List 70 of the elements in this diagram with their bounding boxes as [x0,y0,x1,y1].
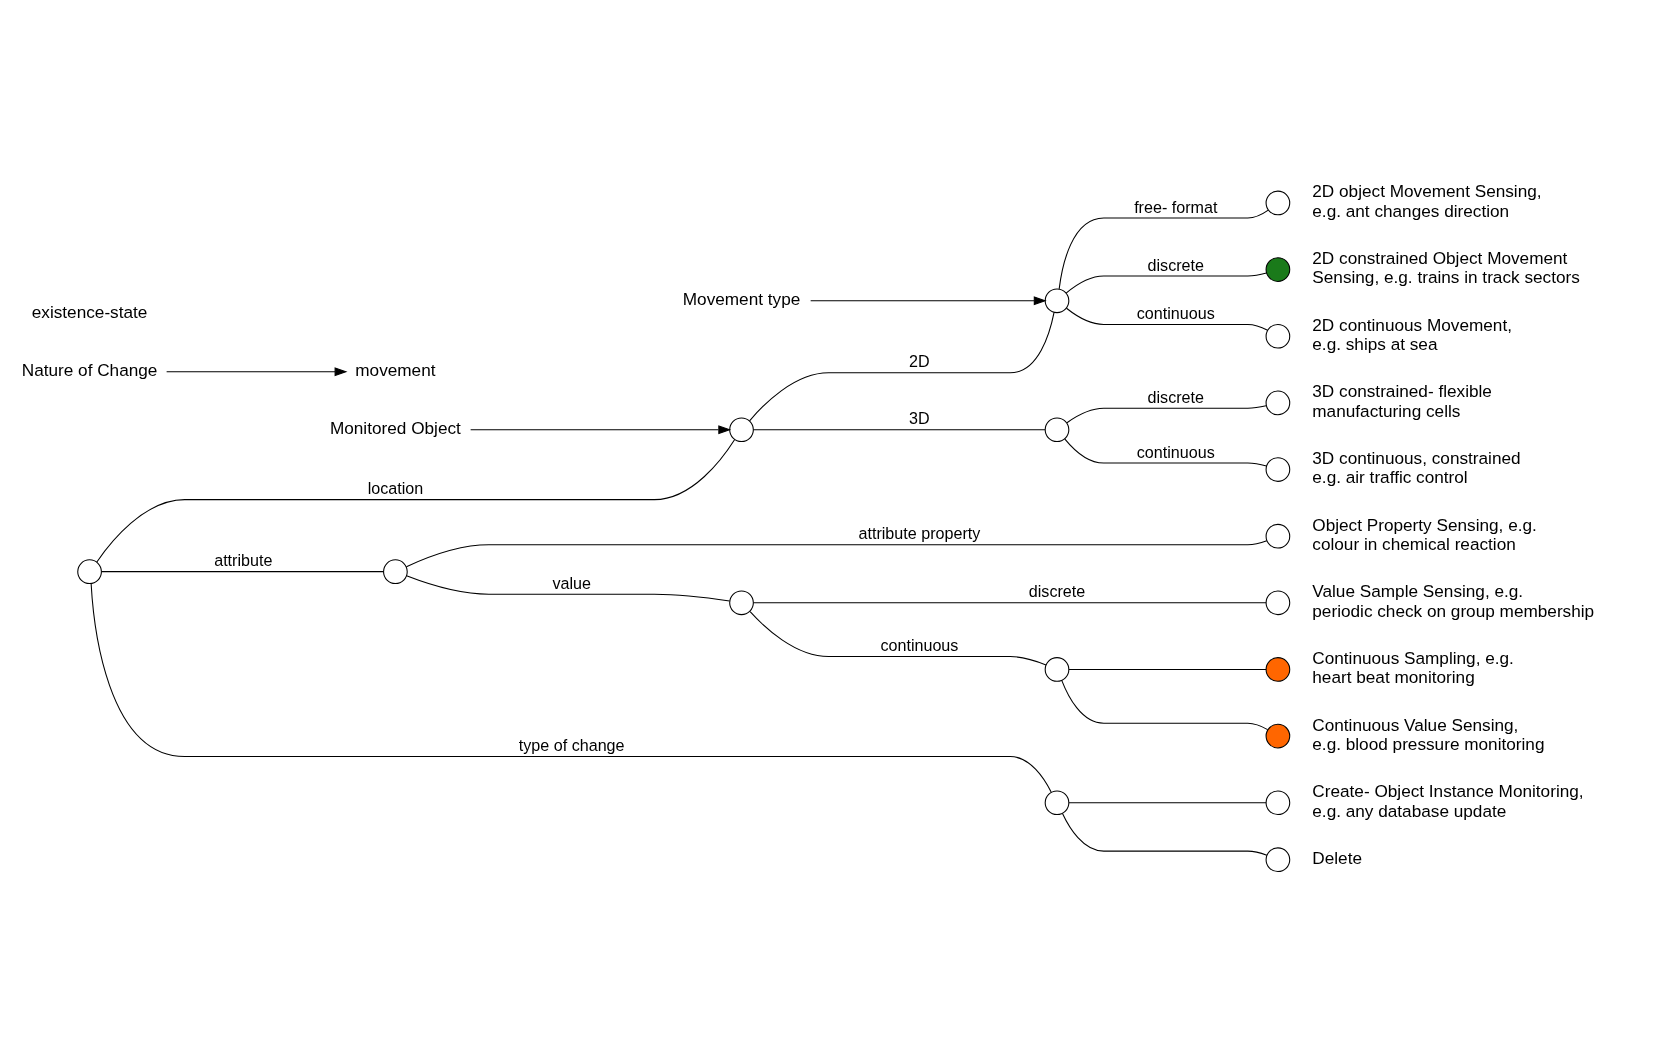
node-circle [1044,416,1070,442]
node-label: 3D constrained- flexible manufacturing cells [1312,380,1492,421]
node-label: 2D object Movement Sensing, e.g. ant changes direction [1312,180,1542,221]
node-circle [1044,287,1070,313]
connector [1065,272,1267,294]
connector [1064,437,1267,467]
node-label: 3D continuous, constrained e.g. air traffic control [1312,447,1521,487]
connector [101,570,385,572]
edge-label: 3D [909,408,930,427]
connector [1068,801,1267,803]
node-circle [729,416,754,442]
edge-label: free- format [1134,197,1218,216]
connector [96,438,736,562]
edge-label: type of change [518,735,625,754]
connector [749,610,1047,665]
edge-label: continuous [1136,303,1215,322]
node-label: Continuous Value Sensing, e.g. blood pressure monitoring [1312,714,1545,754]
edge-label: continuous [880,635,959,654]
node-circle [77,558,102,584]
node-circle [1265,789,1291,815]
edge-label: discrete [1147,255,1204,274]
edge-label: attribute property [858,523,981,542]
connector [405,539,1268,567]
edge-label: 2D [909,351,930,370]
node-text: Nature of Change [21,359,158,380]
node-text: Monitored Object [329,417,461,438]
node-circle [1265,456,1291,482]
connector [752,601,1267,603]
node-label: 2D continuous Movement, e.g. ships at sea [1312,314,1512,354]
node-circle [1265,390,1291,415]
node-label: Value Sample Sensing, e.g. periodic check on group membership [1312,580,1595,621]
arrow [166,366,348,376]
arrow [810,295,1047,305]
connector [1065,307,1269,331]
arrow [470,424,732,434]
node-label: Create- Object Instance Monitoring, e.g. any database update [1312,780,1584,821]
node-circle [383,558,408,584]
connector [1058,209,1269,289]
edge-label: value [552,573,591,592]
connector [1061,679,1269,730]
connector [749,311,1055,421]
node-circle [1265,256,1291,282]
connector [1068,668,1267,670]
label: existence-state [31,301,148,322]
connector [90,582,1052,793]
edge-label: discrete [1147,387,1204,406]
connector [406,574,731,602]
node-label: Continuous Sampling, e.g. heart beat monitoring [1312,647,1514,687]
node-circle [1044,656,1070,682]
node-circle [1265,656,1291,682]
connector [1061,812,1268,856]
node-label: Delete [1312,847,1362,868]
connector [752,428,1046,430]
node-circle [1265,723,1291,748]
edge-label: location [367,478,424,497]
node-circle [729,589,754,615]
edge-label: attribute [214,550,273,569]
node-label: 2D constrained Object Movement Sensing, e.g. trains in track sectors [1312,247,1580,287]
node-text: movement [355,359,436,380]
node-circle [1265,190,1291,215]
edge-label: discrete [1028,581,1086,600]
node-text: Movement type [682,288,801,309]
node-circle [1265,323,1291,349]
connector [1066,404,1267,423]
node-circle [1044,789,1070,815]
node-label: Object Property Sensing, e.g. colour in chemical reaction [1312,514,1537,554]
node-circle [1265,523,1291,549]
node-circle [1265,846,1291,872]
node-circle [1265,589,1291,615]
edge-label: continuous [1136,442,1215,461]
